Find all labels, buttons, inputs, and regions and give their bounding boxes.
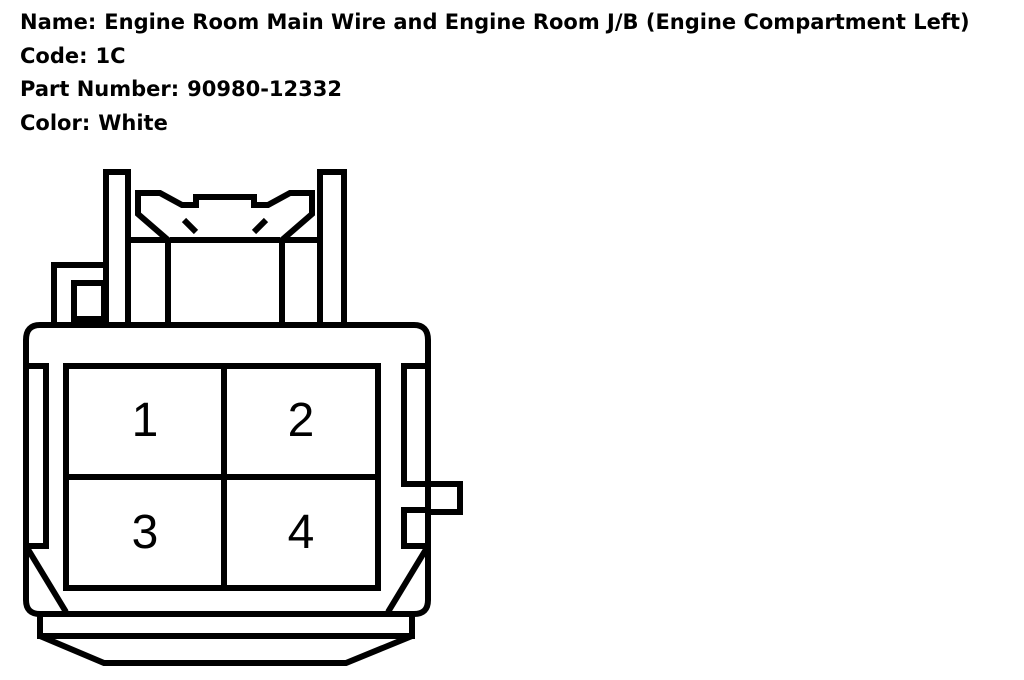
bottom-bevel <box>38 633 414 666</box>
color-label: Color: <box>20 110 91 135</box>
name-value: Engine Room Main Wire and Engine Room J/… <box>104 10 970 34</box>
code-row: Code: 1C <box>20 40 970 74</box>
part-number-label: Part Number: <box>20 77 180 101</box>
right-chamfer <box>385 544 431 614</box>
center-latch-lever <box>135 190 315 325</box>
connector-info: Name: Engine Room Main Wire and Engine Ro… <box>20 6 970 140</box>
key-slot <box>71 280 107 322</box>
latch-left-link <box>125 237 168 325</box>
right-post <box>317 169 347 328</box>
connector-latch <box>51 169 347 328</box>
side-tab <box>428 481 463 515</box>
right-side-rail-upper <box>401 363 431 487</box>
left-step <box>51 262 106 325</box>
right-side-rail-lower <box>401 507 431 549</box>
pin-1-label: 1 <box>132 394 159 447</box>
left-chamfer <box>23 544 69 614</box>
left-side-rail <box>23 363 49 549</box>
latch-hook-lines <box>181 217 269 235</box>
part-number-row: Part Number: 90980-12332 <box>20 73 970 107</box>
name-label: Name: <box>20 10 97 34</box>
pin-3-label: 3 <box>132 506 159 559</box>
color-value: White <box>98 110 168 135</box>
color-row: Color: White <box>20 107 970 141</box>
terminal-grid <box>63 363 381 591</box>
pin-4-label: 4 <box>288 506 315 559</box>
code-value: 1C <box>95 43 126 68</box>
part-number-value: 90980-12332 <box>187 77 342 101</box>
name-row: Name: Engine Room Main Wire and Engine Ro… <box>20 6 970 40</box>
bottom-skirt <box>37 614 415 639</box>
code-label: Code: <box>20 43 88 68</box>
left-post <box>103 169 131 328</box>
pin-2-label: 2 <box>288 394 315 447</box>
